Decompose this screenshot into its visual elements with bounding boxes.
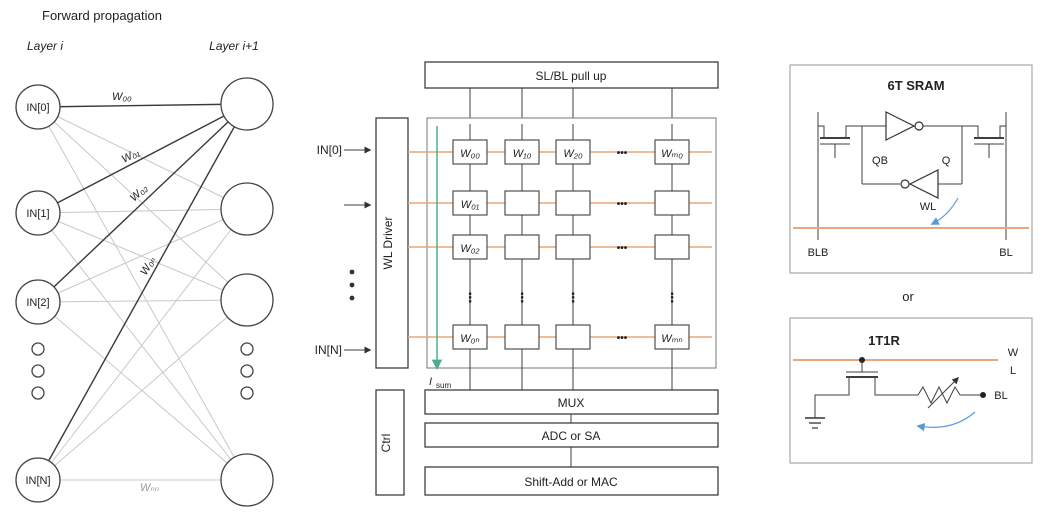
svg-text:⋮: ⋮ bbox=[666, 290, 679, 305]
memristor-symbol bbox=[917, 377, 986, 409]
weight-label-wnn: Wₙₙ bbox=[140, 482, 159, 494]
mux-label: MUX bbox=[558, 396, 585, 410]
weight-label-w0n: W₀ₙ bbox=[138, 255, 158, 278]
wl-pointer-arrow bbox=[930, 197, 959, 225]
sram-title: 6T SRAM bbox=[887, 78, 944, 93]
sram-wl-label: WL bbox=[920, 201, 937, 213]
crossbar-inputs: IN[0] IN[N] bbox=[315, 143, 372, 357]
layer-i-label: Layer i bbox=[27, 39, 63, 53]
t1r-w-label: W bbox=[1008, 347, 1019, 359]
bl-label: BL bbox=[999, 247, 1012, 259]
wl-driver-box bbox=[375, 117, 409, 369]
t1r-l-label: L bbox=[1010, 365, 1016, 377]
t1r-panel: 1T1R W L BL bbox=[789, 317, 1033, 464]
q-label: Q bbox=[942, 155, 951, 167]
blb-label: BLB bbox=[808, 247, 829, 259]
input-dots bbox=[349, 295, 355, 301]
cell-row-1: W₀₁ ••• bbox=[452, 190, 690, 216]
cell-w20: W₂₀ bbox=[563, 148, 583, 160]
t1r-box bbox=[789, 317, 1033, 464]
sram-panel: 6T SRAM bbox=[789, 64, 1033, 274]
svg-text:sum: sum bbox=[436, 381, 451, 390]
isum-label: I sum bbox=[429, 376, 451, 390]
svg-text:⋮: ⋮ bbox=[464, 290, 477, 305]
pullup-box bbox=[424, 61, 719, 89]
neural-network-panel: Forward propagation Layer i Layer i+1 bbox=[15, 8, 274, 507]
ground-symbol bbox=[805, 417, 825, 429]
crossbar-inn-label: IN[N] bbox=[315, 343, 342, 357]
svg-text:⋮: ⋮ bbox=[567, 290, 580, 305]
svg-text:⋮: ⋮ bbox=[516, 290, 529, 305]
input-dots bbox=[349, 282, 355, 288]
input-node-label: IN[2] bbox=[26, 297, 49, 309]
cell-row-n: W₀ₙ Wₘₙ ••• bbox=[452, 324, 690, 350]
nn-weight-labels: W₀₀ W₀₁ W₀₂ W₀ₙ Wₙₙ bbox=[112, 91, 159, 494]
cell-vdots: ⋮ ⋮ ⋮ ⋮ bbox=[464, 290, 679, 305]
sram-inverter-bottom bbox=[862, 169, 962, 199]
cell-wm0: Wₘ₀ bbox=[661, 148, 683, 160]
svg-text:I: I bbox=[429, 376, 432, 388]
ellipsis-h: ••• bbox=[617, 243, 628, 254]
ellipsis-h: ••• bbox=[617, 333, 628, 344]
cell-w01: W₀₁ bbox=[461, 199, 480, 211]
ellipsis-h: ••• bbox=[617, 148, 628, 159]
wl-driver-label: WL Driver bbox=[381, 217, 395, 270]
cell-w0n: W₀ₙ bbox=[460, 333, 479, 345]
layer-i1-label: Layer i+1 bbox=[209, 39, 259, 53]
t1r-bl-label: BL bbox=[994, 390, 1007, 402]
cell-row-0: W₀₀ W₁₀ W₂₀ Wₘ₀ ••• bbox=[452, 139, 690, 165]
t1r-transistor bbox=[814, 357, 918, 418]
input-node-label: IN[0] bbox=[26, 102, 49, 114]
crossbar-in0-label: IN[0] bbox=[317, 143, 342, 157]
t1r-title: 1T1R bbox=[868, 333, 900, 348]
nn-title: Forward propagation bbox=[42, 8, 162, 23]
ctrl-label: Ctrl bbox=[379, 434, 393, 453]
pullup-stubs bbox=[469, 88, 673, 118]
input-dots bbox=[349, 269, 355, 275]
nn-input-nodes: IN[0] IN[1] IN[2] IN[N] bbox=[15, 84, 61, 503]
cell-w10: W₁₀ bbox=[513, 148, 532, 160]
sram-access-transistor-left bbox=[818, 125, 862, 158]
cell-w00: W₀₀ bbox=[460, 148, 480, 160]
nn-output-nodes bbox=[220, 77, 274, 507]
array-bottom-stubs bbox=[469, 368, 673, 390]
weight-label-w02: W₀₂ bbox=[128, 182, 151, 204]
mux-box bbox=[424, 389, 719, 415]
ellipsis-h: ••• bbox=[617, 199, 628, 210]
pullup-label: SL/BL pull up bbox=[536, 69, 607, 83]
sram-box bbox=[789, 64, 1033, 274]
shift-add-box bbox=[424, 466, 719, 496]
sram-access-transistor-right bbox=[962, 125, 1006, 158]
cell-wmn: Wₘₙ bbox=[661, 333, 683, 345]
cell-row-2: W₀₂ ••• bbox=[452, 234, 690, 260]
shift-add-label: Shift-Add or MAC bbox=[524, 475, 618, 489]
cell-w02: W₀₂ bbox=[460, 243, 480, 255]
ctrl-box bbox=[375, 389, 405, 496]
or-label: or bbox=[902, 289, 914, 304]
input-node-label: IN[1] bbox=[26, 208, 49, 220]
input-node-label: IN[N] bbox=[25, 475, 50, 487]
adc-box bbox=[424, 422, 719, 448]
nn-edges-dark bbox=[37, 103, 248, 481]
adc-label: ADC or SA bbox=[542, 429, 601, 443]
array-outline bbox=[426, 117, 717, 369]
crossbar-panel: SL/BL pull up WL Driver IN[0] IN[N] bbox=[315, 61, 719, 496]
qb-label: QB bbox=[872, 155, 888, 167]
t1r-pointer-arrow bbox=[916, 411, 976, 432]
sram-inverter-top bbox=[862, 111, 962, 141]
weight-label-w00: W₀₀ bbox=[112, 91, 132, 103]
